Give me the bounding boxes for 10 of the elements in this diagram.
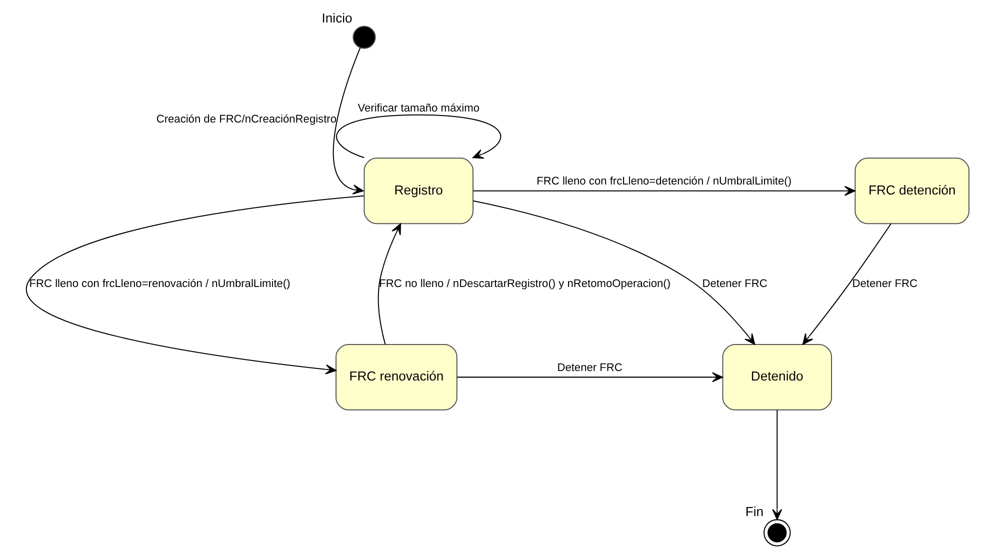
edge-label: Detener FRC [557,362,622,374]
edge-label: Creación de FRC/nCreaciónRegistro [156,113,336,126]
edge-label: FRC lleno con frcLleno=renovación / nUmbralLimite() [29,278,290,290]
node-label: Fin [745,504,764,520]
edge-label: Detener FRC [702,278,768,290]
node-label: Inicio [322,10,352,26]
edge-label: Verificar tamaño máximo [358,102,480,115]
edge-label: FRC no lleno / nDescartarRegistro() y nRetomoOperacion() [379,278,671,290]
edge-label: FRC lleno con frcLleno=detención / nUmbralLimite() [536,176,792,188]
edge-label: Detener FRC [852,278,918,290]
